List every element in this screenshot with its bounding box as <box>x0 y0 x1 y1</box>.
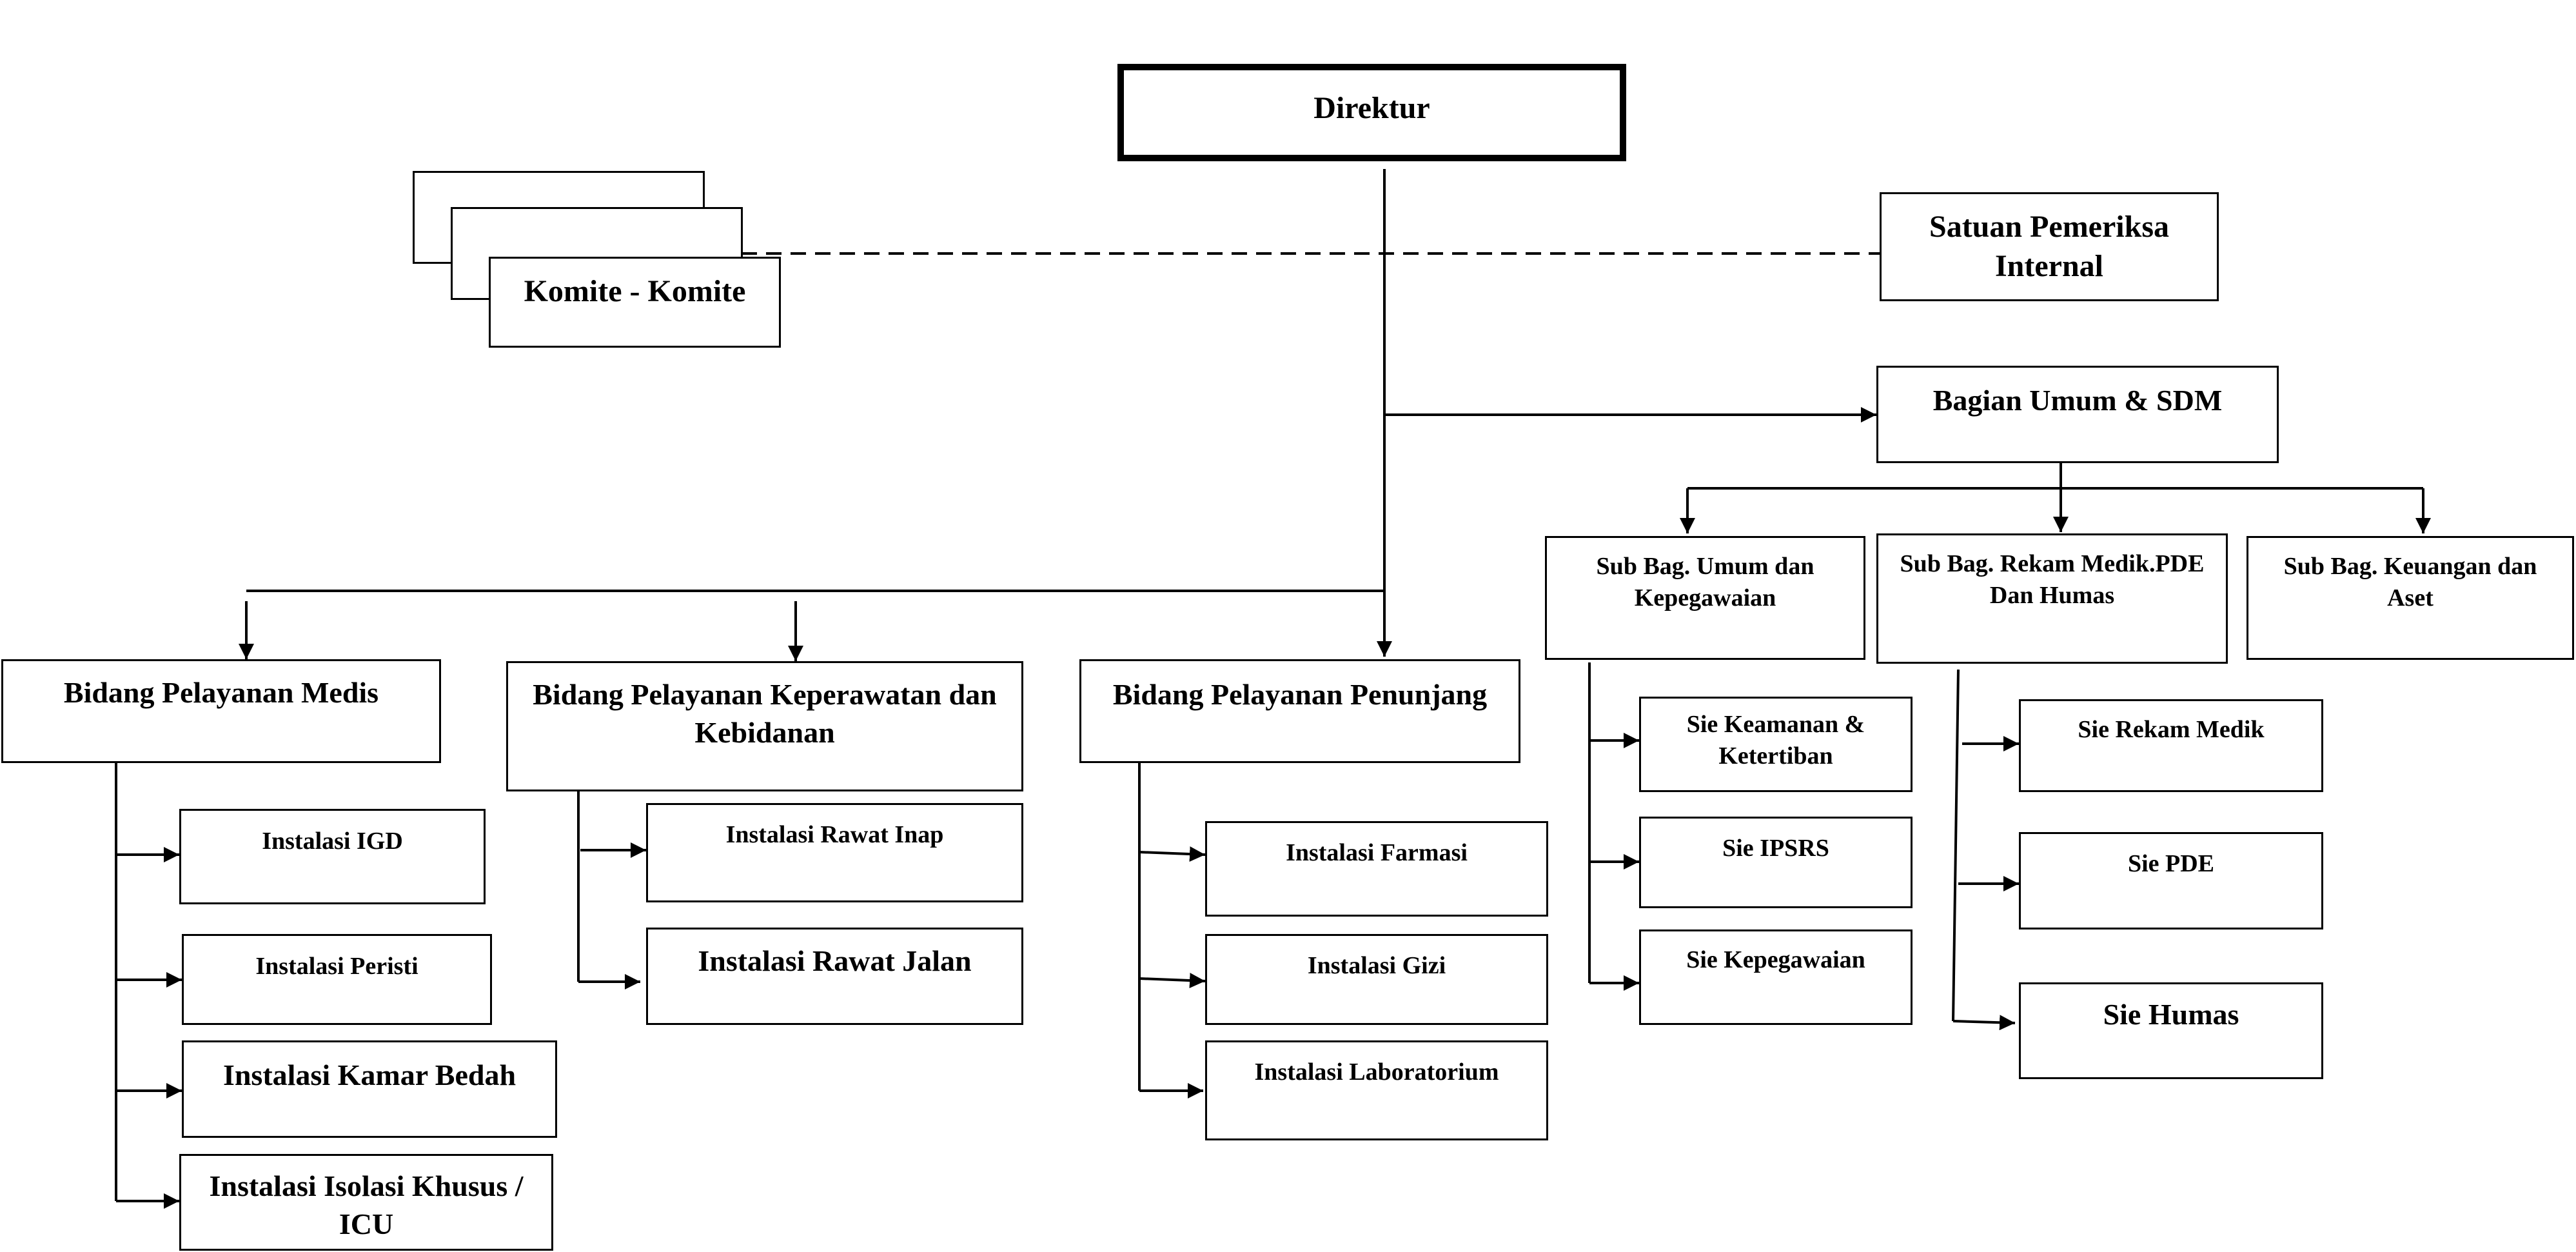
sub-rekam-label: Sub Bag. Rekam Medik.PDE Dan Humas <box>1900 550 2205 609</box>
sub-keuangan-box: Sub Bag. Keuangan dan Aset <box>2247 536 2574 660</box>
sie-kepegawaian-label: Sie Kepegawaian <box>1686 946 1865 973</box>
komite-label: Komite - Komite <box>524 274 746 308</box>
sie-keamanan-box: Sie Keamanan & Ketertiban <box>1639 697 1912 792</box>
komite-box: Komite - Komite <box>489 257 781 348</box>
instalasi-bedah-label: Instalasi Kamar Bedah <box>222 1058 516 1091</box>
spi-box: Satuan Pemeriksa Internal <box>1880 192 2219 301</box>
sie-rekam-label: Sie Rekam Medik <box>2078 716 2265 743</box>
instalasi-farmasi-label: Instalasi Farmasi <box>1286 839 1468 866</box>
instalasi-icu-label: Instalasi Isolasi Khusus / ICU <box>209 1169 524 1240</box>
instalasi-farmasi-box: Instalasi Farmasi <box>1205 821 1548 917</box>
bidang-medis-label: Bidang Pelayanan Medis <box>63 676 379 709</box>
sie-ipsrs-box: Sie IPSRS <box>1639 817 1912 908</box>
umum-sdm-label: Bagian Umum & SDM <box>1932 384 2223 417</box>
sub-rekam-box: Sub Bag. Rekam Medik.PDE Dan Humas <box>1876 533 2228 664</box>
bidang-penunjang-label: Bidang Pelayanan Penunjang <box>1112 678 1488 711</box>
sub-keuangan-label: Sub Bag. Keuangan dan Aset <box>2283 553 2537 611</box>
sub-umum-label: Sub Bag. Umum dan Kepegawaian <box>1596 553 1814 611</box>
instalasi-igd-label: Instalasi IGD <box>262 828 403 855</box>
instalasi-peristi-label: Instalasi Peristi <box>255 953 418 980</box>
instalasi-rawat-inap-box: Instalasi Rawat Inap <box>646 803 1023 902</box>
sie-pde-label: Sie PDE <box>2127 850 2215 877</box>
sie-humas-box: Sie Humas <box>2019 982 2323 1079</box>
bidang-kep-label: Bidang Pelayanan Keperawatan dan Kebidan… <box>533 678 997 749</box>
instalasi-gizi-label: Instalasi Gizi <box>1307 952 1446 979</box>
instalasi-rawat-inap-label: Instalasi Rawat Inap <box>725 821 944 848</box>
sie-pde-box: Sie PDE <box>2019 832 2323 929</box>
instalasi-rawat-jalan-box: Instalasi Rawat Jalan <box>646 928 1023 1025</box>
instalasi-igd-box: Instalasi IGD <box>179 809 486 904</box>
sie-rekam-box: Sie Rekam Medik <box>2019 699 2323 792</box>
instalasi-gizi-box: Instalasi Gizi <box>1205 934 1548 1025</box>
bidang-medis-box: Bidang Pelayanan Medis <box>1 659 441 763</box>
sie-keamanan-label: Sie Keamanan & Ketertiban <box>1686 711 1865 770</box>
instalasi-rawat-jalan-label: Instalasi Rawat Jalan <box>698 944 972 977</box>
bidang-penunjang-box: Bidang Pelayanan Penunjang <box>1079 659 1520 763</box>
sie-ipsrs-label: Sie IPSRS <box>1722 835 1829 862</box>
instalasi-lab-box: Instalasi Laboratorium <box>1205 1040 1548 1140</box>
direktur-box: Direktur <box>1117 64 1626 161</box>
instalasi-icu-box: Instalasi Isolasi Khusus / ICU <box>179 1154 553 1251</box>
sie-humas-label: Sie Humas <box>2103 998 2239 1031</box>
bidang-kep-box: Bidang Pelayanan Keperawatan dan Kebidan… <box>506 661 1023 791</box>
instalasi-peristi-box: Instalasi Peristi <box>182 934 492 1025</box>
instalasi-bedah-box: Instalasi Kamar Bedah <box>182 1040 557 1138</box>
umum-sdm-box: Bagian Umum & SDM <box>1876 366 2279 463</box>
spi-label: Satuan Pemeriksa Internal <box>1929 210 2169 284</box>
sub-rekam-branch <box>1952 669 1960 1022</box>
direktur-label: Direktur <box>1313 91 1430 125</box>
sub-umum-box: Sub Bag. Umum dan Kepegawaian <box>1545 536 1865 660</box>
instalasi-lab-label: Instalasi Laboratorium <box>1254 1058 1499 1086</box>
sie-kepegawaian-box: Sie Kepegawaian <box>1639 929 1912 1025</box>
